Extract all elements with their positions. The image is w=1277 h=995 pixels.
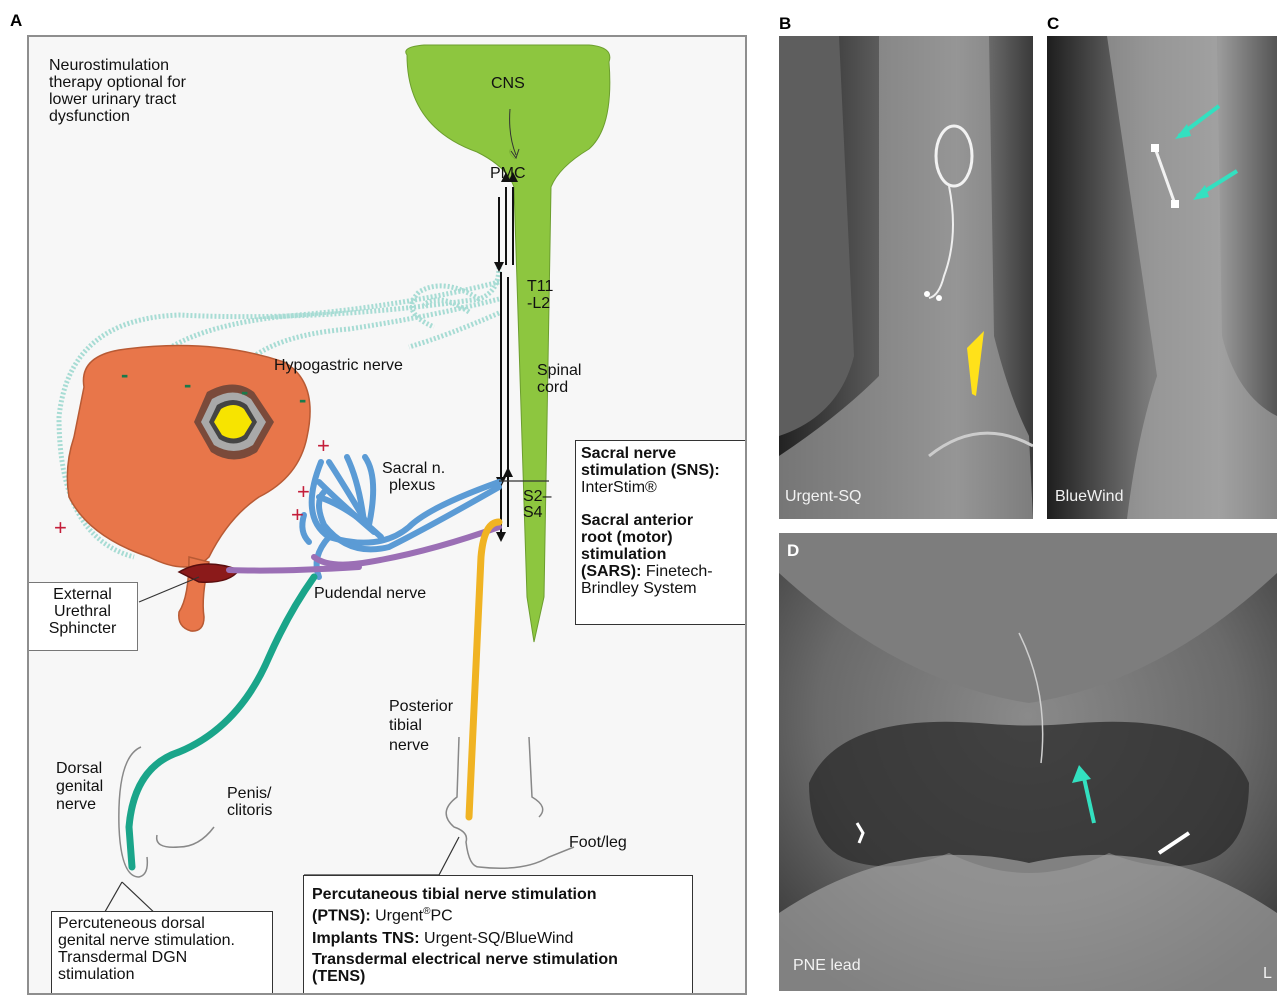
plus-sign-3: + bbox=[291, 502, 304, 527]
xray-d-label: PNE lead bbox=[793, 957, 861, 975]
minus-sign-3: - bbox=[241, 379, 248, 404]
posterior-tibial-label-3: nerve bbox=[389, 737, 429, 754]
cns-label: CNS bbox=[491, 75, 525, 92]
posterior-tibial-label-1: Posterior bbox=[389, 698, 453, 715]
dorsal-genital-label-2: genital bbox=[56, 778, 103, 795]
tibial-stimulation-box: Percutaneous tibial nerve stimulation (P… bbox=[303, 875, 693, 995]
dorsal-genital-label-1: Dorsal bbox=[56, 760, 102, 777]
s2-label: S2– bbox=[523, 488, 551, 505]
foot-leg-label: Foot/leg bbox=[569, 834, 627, 851]
xray-b-image bbox=[779, 36, 1033, 519]
panel-label-b: B bbox=[779, 14, 791, 34]
sacral-stimulation-box: Sacral nerve stimulation (SNS): InterSti… bbox=[575, 440, 747, 625]
pmc-label: PMC bbox=[490, 165, 526, 182]
spinal-cord-label-2: cord bbox=[537, 379, 568, 396]
penis-clitoris-label-2: clitoris bbox=[227, 802, 272, 819]
minus-sign-1: - bbox=[121, 362, 128, 387]
xray-panel-d: D PNE lead L bbox=[779, 533, 1277, 991]
posterior-tibial-nerve bbox=[469, 522, 499, 817]
panel-label-d: D bbox=[787, 541, 799, 561]
xray-c-image bbox=[1047, 36, 1277, 519]
panel-label-a: A bbox=[10, 11, 22, 31]
s4-label: S4 bbox=[523, 504, 543, 521]
xray-b-label: Urgent-SQ bbox=[785, 488, 861, 506]
xray-c-label: BlueWind bbox=[1055, 488, 1123, 506]
minus-sign-4: - bbox=[299, 387, 306, 412]
l2-label: -L2 bbox=[527, 295, 550, 312]
dorsal-genital-label-3: nerve bbox=[56, 796, 96, 813]
dgn-stimulation-box: Percuteneous dorsal genital nerve stimul… bbox=[51, 911, 273, 995]
minus-sign-2: - bbox=[184, 372, 191, 397]
foot-leg-outline bbox=[446, 737, 574, 868]
xray-d-corner-label: L bbox=[1263, 965, 1272, 983]
posterior-tibial-label-2: tibial bbox=[389, 717, 422, 734]
plus-sign-4: + bbox=[54, 515, 67, 540]
panel-label-c: C bbox=[1047, 14, 1059, 34]
intro-text: Neurostimulation therapy optional for lo… bbox=[49, 57, 309, 125]
neurostimulation-diagram-panel: + + + + - - - - Neurostimulation therapy… bbox=[27, 35, 747, 995]
external-urethral-sphincter-box: External Urethral Sphincter bbox=[27, 582, 138, 651]
clitoris-outline bbox=[157, 827, 214, 847]
sacral-plexus-label-1: Sacral n. bbox=[382, 460, 445, 477]
spinal-cord-label-1: Spinal bbox=[537, 362, 581, 379]
xray-panel-c: BlueWind bbox=[1047, 36, 1277, 519]
sacral-plexus-label-2: plexus bbox=[389, 477, 435, 494]
hypogastric-nerve-label: Hypogastric nerve bbox=[274, 357, 403, 374]
t11-label: T11 bbox=[527, 278, 553, 295]
plus-sign-2: + bbox=[297, 479, 310, 504]
penis-clitoris-label-1: Penis/ bbox=[227, 785, 271, 802]
xray-panel-b: Urgent-SQ bbox=[779, 36, 1033, 519]
dorsal-genital-nerve bbox=[129, 577, 314, 867]
plus-sign-1: + bbox=[317, 433, 330, 458]
pudendal-nerve-label: Pudendal nerve bbox=[314, 585, 426, 602]
xray-d-image bbox=[779, 533, 1277, 991]
